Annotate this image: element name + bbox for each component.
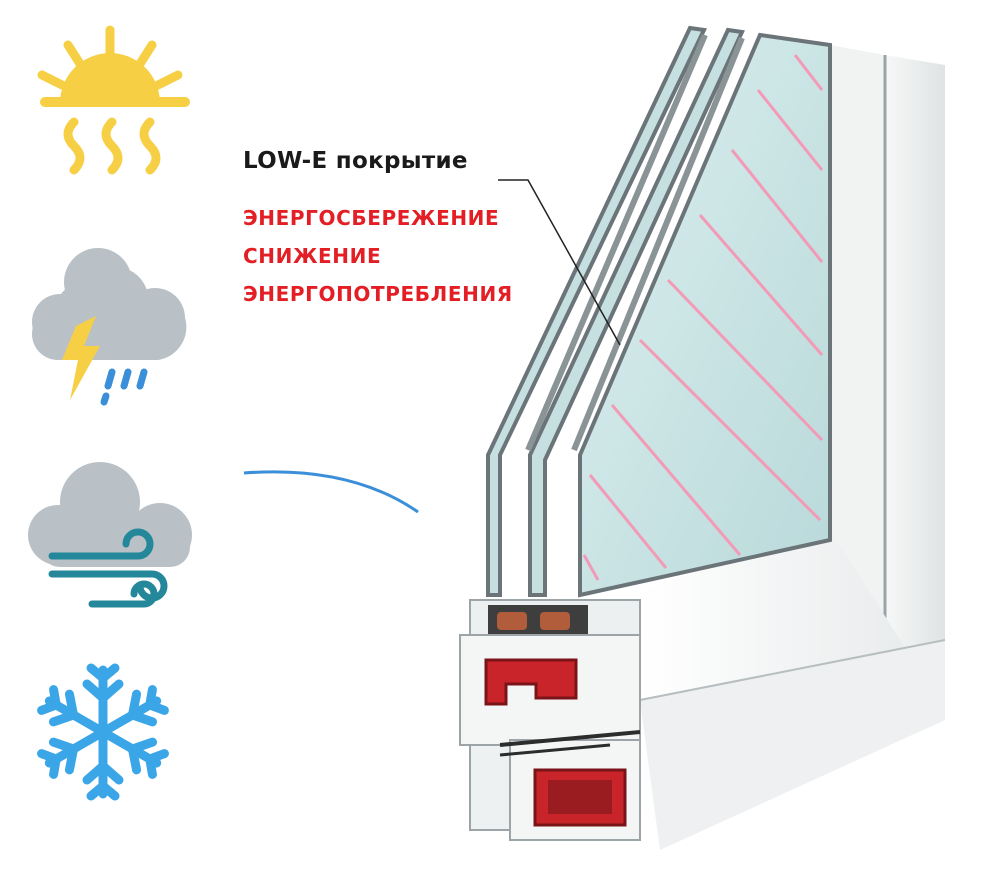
low-e-coating-lines [582,54,824,581]
low-e-coating-label: LOW-E покрытие [243,148,468,174]
sash-profile [459,599,641,841]
benefit-line-2: СНИЖЕНИЕ [243,244,382,268]
benefit-line-1: ЭНЕРГОСБЕРЕЖЕНИЕ [243,206,500,230]
leader-line [498,179,621,346]
air-flow-arc [243,470,419,514]
benefit-line-3: ЭНЕРГОПОТРЕБЛЕНИЯ [243,282,513,306]
snowflake-icon [40,663,167,796]
window-frame [639,45,946,850]
sun-heat-icon [37,25,190,175]
triple-glazing-unit [486,25,832,598]
wind-cloud-icon [28,462,192,608]
thunderstorm-icon [32,248,187,406]
